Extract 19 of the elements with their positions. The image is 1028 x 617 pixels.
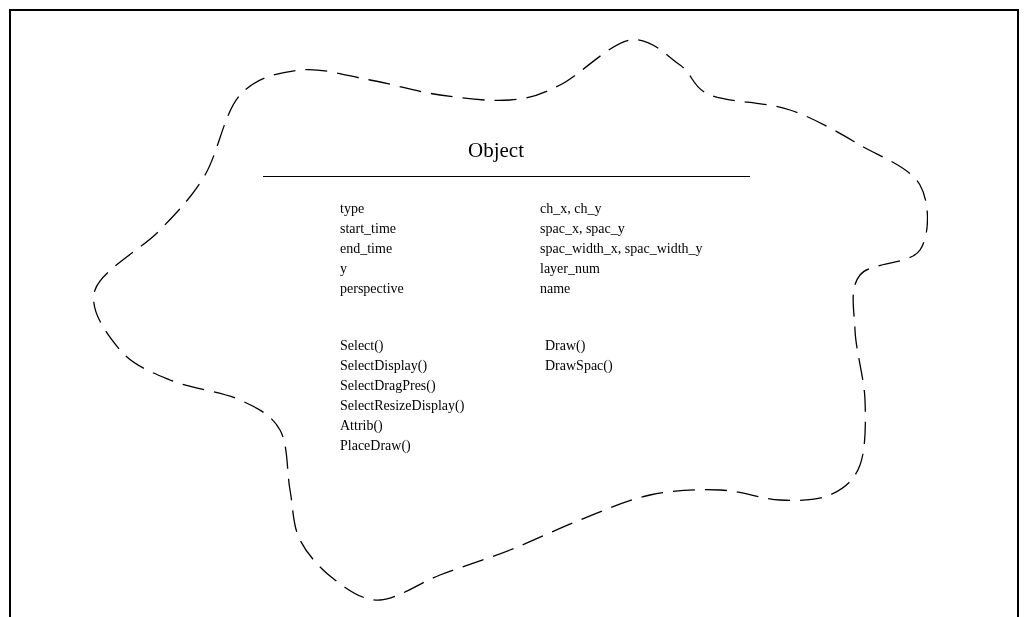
attribute-name: y [340, 261, 347, 277]
attribute-name: layer_num [540, 261, 600, 277]
attribute-name: name [540, 281, 571, 297]
operation-name: SelectDragPres() [340, 378, 436, 394]
attribute-name: type [340, 201, 365, 217]
operation-name: PlaceDraw() [340, 438, 411, 454]
attribute-name: ch_x, ch_y [540, 201, 602, 217]
class-name: Object [468, 138, 524, 162]
operation-name: Select() [340, 338, 384, 354]
attribute-name: start_time [340, 221, 396, 237]
operation-name: SelectDisplay() [340, 358, 428, 374]
operation-name: SelectResizeDisplay() [340, 398, 465, 414]
operation-name: DrawSpac() [545, 358, 613, 374]
operation-name: Draw() [545, 338, 586, 354]
operation-name: Attrib() [340, 418, 383, 434]
attribute-name: spac_width_x, spac_width_y [540, 241, 703, 257]
attribute-name: perspective [340, 281, 404, 297]
attribute-name: end_time [340, 241, 393, 257]
attribute-name: spac_x, spac_y [540, 221, 625, 237]
